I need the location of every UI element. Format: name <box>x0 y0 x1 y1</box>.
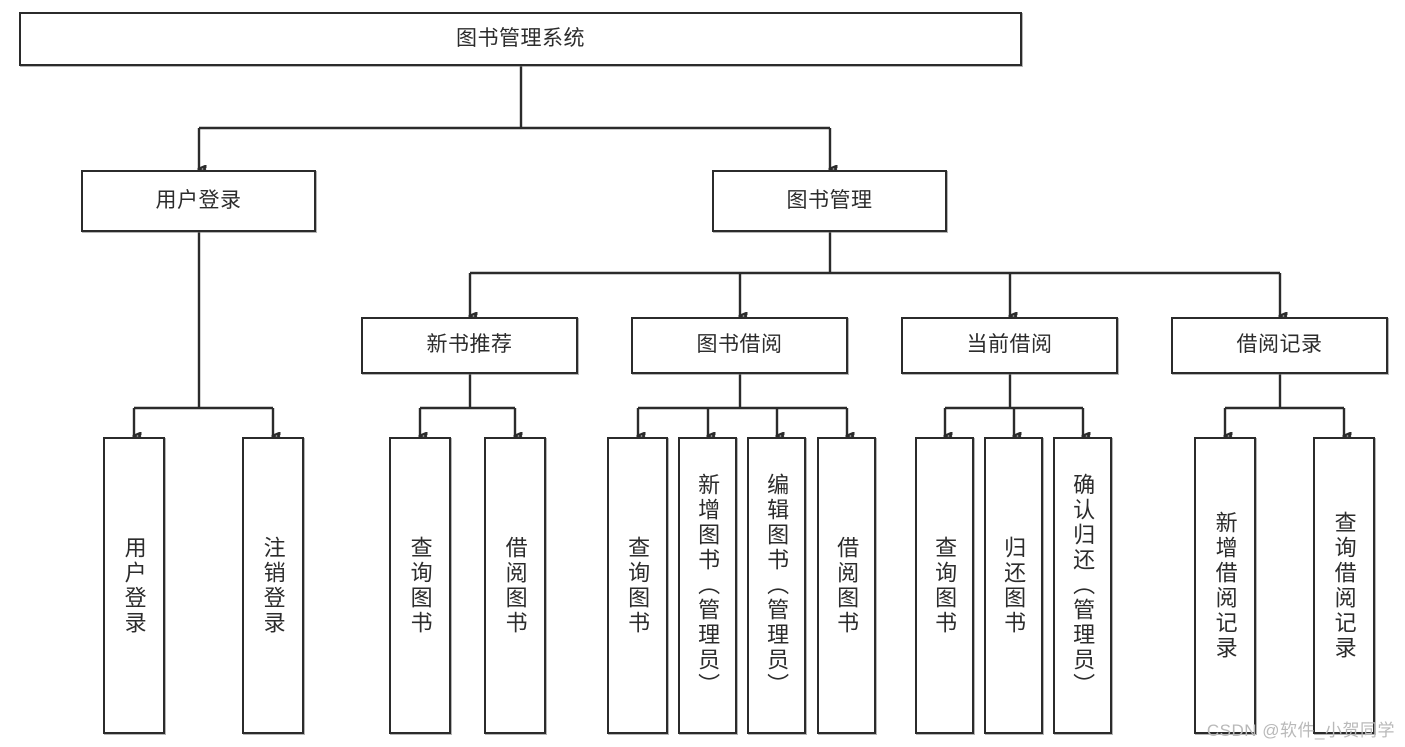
node-label-book-borrow: 图书借阅 <box>696 333 783 357</box>
node-label-leaf-borrow-book: 借阅图书 <box>834 535 860 636</box>
node-current-borrow[interactable]: 当前借阅 <box>901 317 1118 374</box>
node-label-user-login: 用户登录 <box>155 188 242 212</box>
node-book-borrow[interactable]: 图书借阅 <box>631 317 848 374</box>
node-leaf-add-record[interactable]: 新增借阅记录 <box>1194 437 1256 734</box>
node-label-leaf-add-book: 新增图书（管理员） <box>695 473 721 698</box>
node-borrow-record[interactable]: 借阅记录 <box>1171 317 1388 374</box>
node-leaf-query-record[interactable]: 查询借阅记录 <box>1313 437 1375 734</box>
node-label-new-book-rec: 新书推荐 <box>426 333 513 357</box>
node-label-root: 图书管理系统 <box>456 26 585 50</box>
node-label-leaf-return-book: 归还图书 <box>1001 535 1027 636</box>
node-leaf-edit-book[interactable]: 编辑图书（管理员） <box>747 437 806 734</box>
node-label-borrow-record: 借阅记录 <box>1236 333 1323 357</box>
node-root[interactable]: 图书管理系统 <box>19 12 1022 66</box>
node-leaf-borrow-book-rec[interactable]: 借阅图书 <box>484 437 546 734</box>
node-label-leaf-query-book-cur: 查询图书 <box>932 535 958 636</box>
node-book-manage[interactable]: 图书管理 <box>712 170 947 232</box>
node-label-leaf-borrow-book-rec: 借阅图书 <box>502 535 528 636</box>
node-label-leaf-query-book-borrow: 查询图书 <box>625 535 651 636</box>
node-leaf-return-book[interactable]: 归还图书 <box>984 437 1043 734</box>
node-label-leaf-query-book-rec: 查询图书 <box>407 535 433 636</box>
node-leaf-confirm-return[interactable]: 确认归还（管理员） <box>1053 437 1112 734</box>
node-leaf-add-book[interactable]: 新增图书（管理员） <box>678 437 737 734</box>
node-label-leaf-logout: 注销登录 <box>260 535 286 636</box>
node-leaf-logout[interactable]: 注销登录 <box>242 437 304 734</box>
node-leaf-query-book-borrow[interactable]: 查询图书 <box>607 437 668 734</box>
node-leaf-query-book-rec[interactable]: 查询图书 <box>389 437 451 734</box>
node-new-book-rec[interactable]: 新书推荐 <box>361 317 578 374</box>
node-label-leaf-confirm-return: 确认归还（管理员） <box>1070 473 1096 698</box>
node-label-current-borrow: 当前借阅 <box>966 333 1053 357</box>
node-leaf-user-login[interactable]: 用户登录 <box>103 437 165 734</box>
node-label-leaf-add-record: 新增借阅记录 <box>1212 510 1238 661</box>
node-label-book-manage: 图书管理 <box>786 188 873 212</box>
node-label-leaf-query-record: 查询借阅记录 <box>1331 510 1357 661</box>
csdn-watermark: CSDN @软件_小贺同学 <box>1206 721 1395 740</box>
node-leaf-query-book-cur[interactable]: 查询图书 <box>915 437 974 734</box>
node-label-leaf-user-login: 用户登录 <box>121 535 147 636</box>
node-label-leaf-edit-book: 编辑图书（管理员） <box>764 473 790 698</box>
node-user-login[interactable]: 用户登录 <box>81 170 316 232</box>
node-leaf-borrow-book[interactable]: 借阅图书 <box>817 437 876 734</box>
